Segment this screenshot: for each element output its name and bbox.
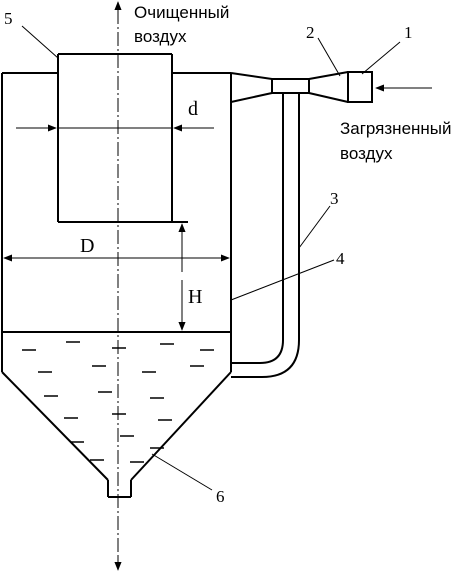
dimension-D-label: D <box>80 235 94 257</box>
exhaust-pipe <box>57 53 188 223</box>
dimension-H-label: H <box>188 286 202 308</box>
vessel-body <box>1 72 232 481</box>
dimension-d-label: d <box>188 98 198 120</box>
supply-pipe <box>231 93 300 378</box>
callout-6: 6 <box>216 487 225 506</box>
callout-4: 4 <box>336 249 345 268</box>
drain-outlet <box>107 480 132 498</box>
leader-lines <box>21 25 401 491</box>
callout-5: 5 <box>4 9 13 28</box>
cleaned-air-label-line2: воздух <box>134 27 187 46</box>
dirty-air-label-line1: Загрязненный <box>340 119 452 138</box>
venturi-tube <box>230 71 373 103</box>
callout-3: 3 <box>330 189 339 208</box>
dimension-H <box>170 223 200 333</box>
liquid-dashes <box>22 341 214 463</box>
cleaned-air-label-line1: Очищенный <box>134 3 229 22</box>
dirty-air-label-line2: воздух <box>340 144 393 163</box>
callout-1: 1 <box>404 23 413 42</box>
callout-2: 2 <box>306 23 315 42</box>
